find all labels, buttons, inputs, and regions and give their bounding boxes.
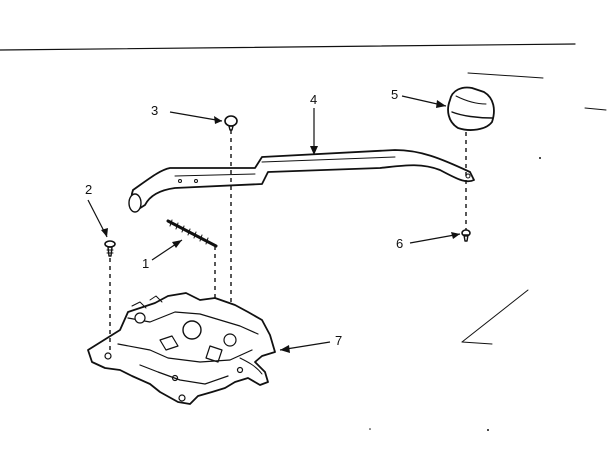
scan-edge-lines (0, 43, 607, 345)
leader-arrowheads (101, 100, 460, 353)
callout-labels: 1 2 3 4 5 6 7 (85, 87, 403, 348)
screw-right (461, 229, 471, 242)
screw-left (104, 240, 116, 257)
callout-4: 4 (310, 92, 317, 107)
mechanism-plate (87, 292, 276, 405)
callout-2: 2 (85, 182, 92, 197)
rivet (224, 115, 238, 131)
lever-rod (128, 149, 475, 213)
assembly-lines (109, 130, 467, 350)
callout-6: 6 (396, 236, 403, 251)
callout-1: 1 (142, 256, 149, 271)
callout-5: 5 (391, 87, 398, 102)
callout-3: 3 (151, 103, 158, 118)
knob (447, 86, 495, 131)
callout-7: 7 (335, 333, 342, 348)
spring (166, 219, 218, 248)
scan-specks (369, 157, 541, 431)
